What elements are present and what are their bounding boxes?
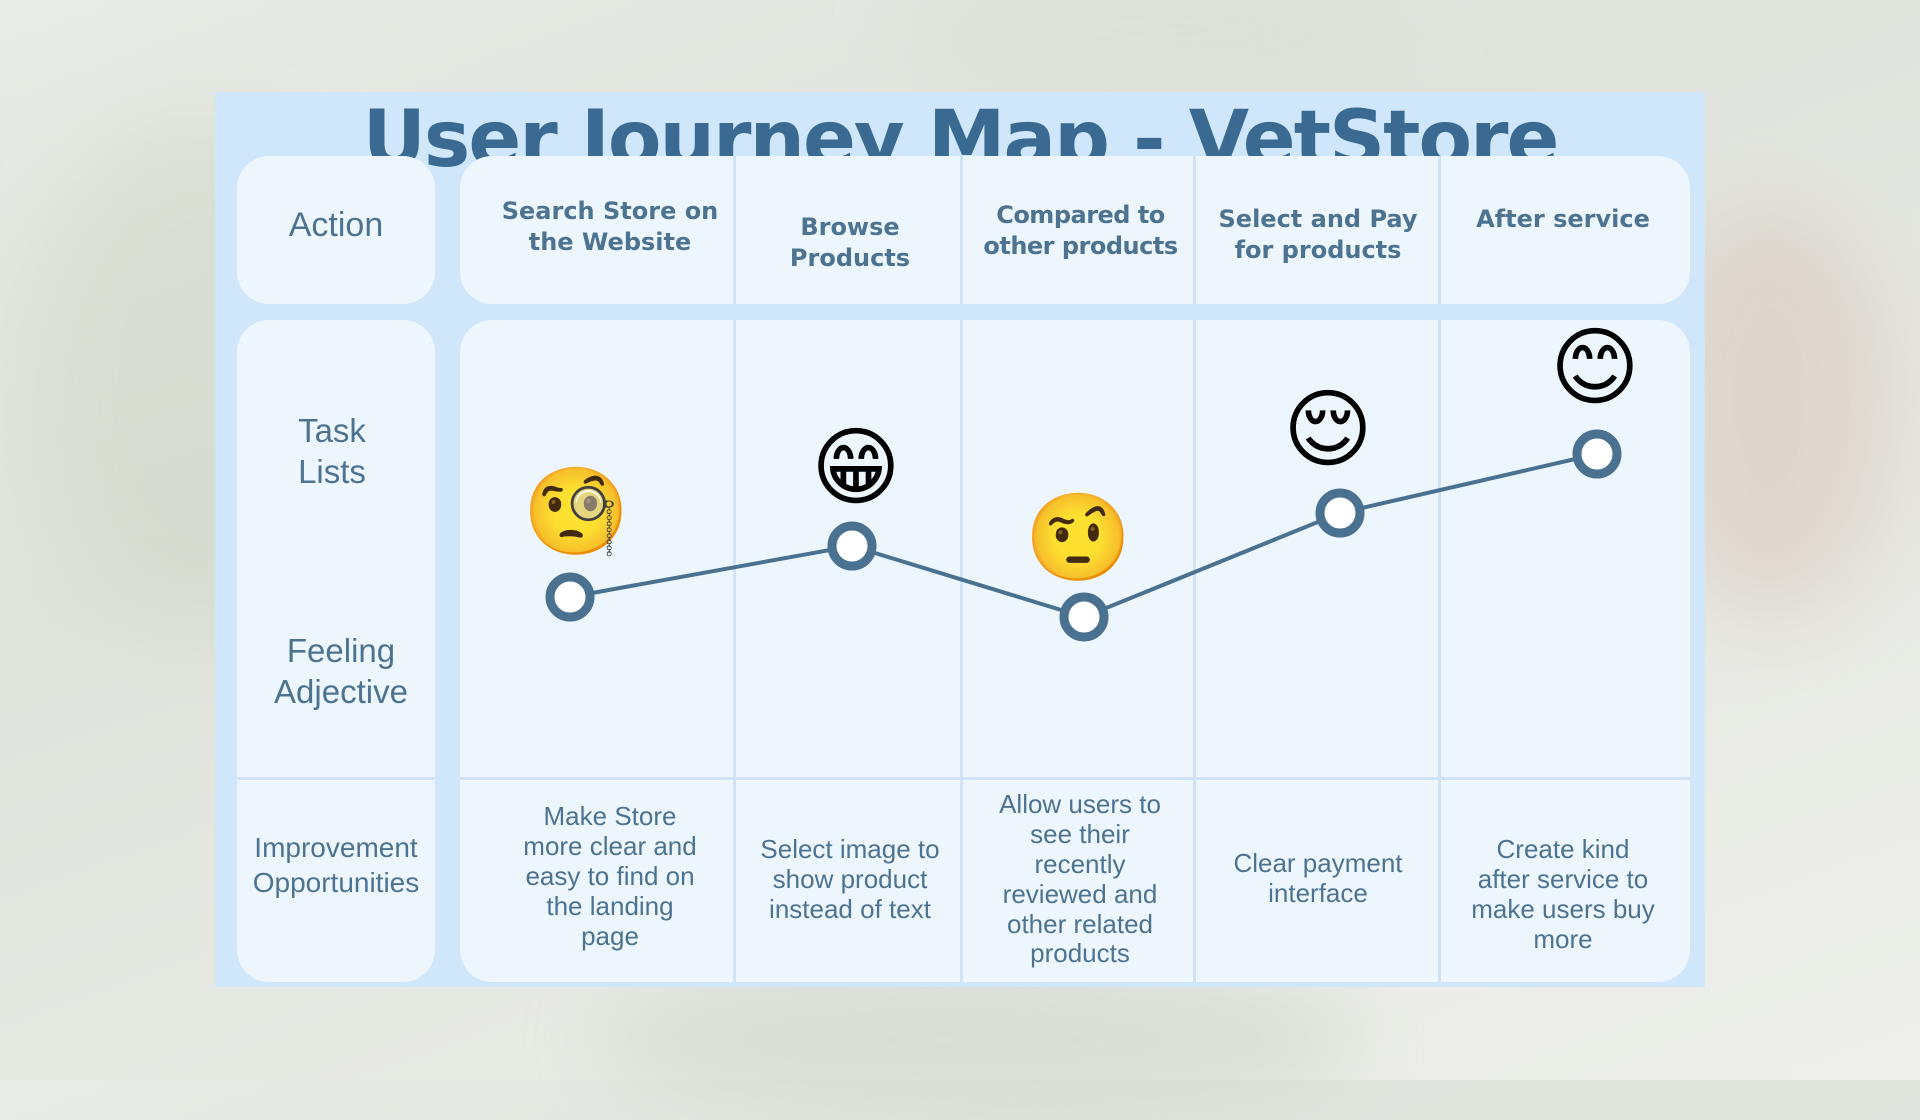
improvement-select-and-pay: Clear payment interface <box>1233 848 1403 908</box>
row-label-task-lists: Task Lists <box>298 412 366 491</box>
emotion-emoji-3: 🤨 <box>1024 490 1132 586</box>
column-divider <box>960 320 963 982</box>
emotion-node-2 <box>827 521 877 571</box>
emotion-emoji-5: 😊 <box>1550 320 1640 416</box>
journey-map-board: User Journey Map - VetStore Action Task … <box>215 92 1705 987</box>
stage-action-after-service: After service <box>1476 205 1650 233</box>
action-header-panel <box>460 156 1690 304</box>
column-divider <box>1438 320 1441 982</box>
row-label-feeling-adjective: Feeling Adjective <box>274 632 408 711</box>
column-divider <box>733 320 736 982</box>
emotion-curve <box>545 429 1622 642</box>
stage-action-search-store: Search Store on the Website <box>501 197 719 257</box>
improvement-compare-products: Allow users to see their recently review… <box>999 789 1161 969</box>
emotion-node-3 <box>1059 592 1109 642</box>
emotion-emoji-4: 😌 <box>1283 382 1373 478</box>
row-divider <box>460 777 1690 780</box>
improvement-after-service: Create kind after service to make users … <box>1471 834 1655 954</box>
row-divider <box>237 777 435 780</box>
column-divider <box>1438 156 1441 304</box>
improvement-browse-products: Select image to show product instead of … <box>760 834 940 924</box>
row-label-action: Action <box>288 206 384 244</box>
row-label-improvement-opportunities: Improvement Opportunities <box>252 832 420 898</box>
column-divider <box>960 156 963 304</box>
emotion-node-4 <box>1315 488 1365 538</box>
emotion-emoji-2: 😁 <box>811 420 901 516</box>
emotion-emoji-1: 🧐 <box>522 464 630 560</box>
emotion-node-5 <box>1572 429 1622 479</box>
row-label-panel-main <box>237 320 435 982</box>
emotion-node-1 <box>545 572 595 622</box>
stage-action-select-and-pay: Select and Pay for products <box>1218 205 1418 265</box>
column-divider <box>733 156 736 304</box>
stage-action-browse-products: Browse Products <box>789 213 911 273</box>
column-divider <box>1193 156 1196 304</box>
column-divider <box>1193 320 1196 982</box>
stage-action-compare-products: Compared to other products <box>983 201 1178 261</box>
improvement-search-store: Make Store more clear and easy to find o… <box>523 801 697 951</box>
journey-body-panel <box>460 320 1690 982</box>
row-label-panel-top <box>237 156 435 304</box>
